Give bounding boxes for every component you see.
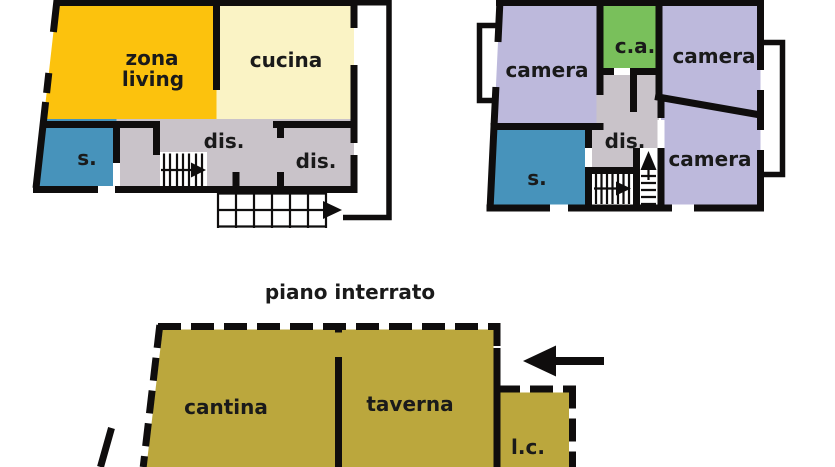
room-label-lc: l.c. (511, 435, 545, 459)
exterior-staircase (216, 192, 342, 228)
door-gap (657, 120, 665, 148)
balcony-rail-right (760, 39, 786, 178)
room-camera-3 (661, 96, 761, 205)
balcony-rail (343, 0, 392, 221)
stairs-direction-arrow (191, 162, 206, 178)
room-label-ca: c.a. (615, 34, 656, 58)
basement-solid-walls (97, 323, 501, 467)
room-label-camera-1: camera (505, 58, 588, 82)
stairs-right-arrow (616, 181, 631, 196)
room-label-zona: zona (125, 46, 178, 70)
basement-plan: piano interrato cantina taverna l.c. (97, 280, 604, 467)
room-cabina-armadio (600, 0, 659, 72)
entrance-arrow (523, 345, 604, 377)
first-floor-plan: camera c.a. camera camera dis. s. (476, 0, 786, 212)
balcony-rail-left (476, 22, 498, 104)
room-label-dis: dis. (605, 129, 646, 153)
room-label-camera-3: camera (668, 147, 751, 171)
room-label-camera-2: camera (672, 44, 755, 68)
door-gap (113, 163, 120, 186)
room-zona-living (43, 0, 217, 119)
basement-dashed-walls (139, 323, 576, 467)
exterior-stairs-arrow (323, 201, 342, 219)
staircase-down-flight (594, 174, 631, 204)
room-camera-2 (659, 0, 761, 115)
ground-floor-plan: zona living cucina dis. dis. s. (32, 0, 392, 228)
first-floor-walls (486, 0, 764, 212)
room-label-s2: s. (527, 166, 547, 190)
room-cantina-taverna (146, 329, 494, 467)
room-camera-1 (494, 0, 600, 127)
door-gap (614, 68, 630, 75)
room-label-s: s. (77, 146, 97, 170)
room-servizio (36, 119, 117, 186)
ground-floor-walls (32, 0, 358, 193)
room-label-cantina: cantina (184, 395, 268, 419)
room-label-dis-1: dis. (204, 129, 245, 153)
room-label-dis-2: dis. (296, 149, 337, 173)
room-disimpegno-upper (596, 68, 659, 130)
room-lc (500, 392, 569, 467)
room-label-taverna: taverna (366, 392, 453, 416)
door-gap (585, 148, 592, 172)
interior-staircase (161, 153, 206, 186)
room-label-cucina: cucina (250, 48, 323, 72)
room-cucina (216, 0, 354, 125)
room-label-living: living (122, 67, 184, 91)
basement-title: piano interrato (265, 280, 435, 304)
room-servizio-2 (490, 126, 589, 205)
staircase-up-flight (640, 151, 657, 206)
stairs-up-arrow (640, 151, 657, 170)
